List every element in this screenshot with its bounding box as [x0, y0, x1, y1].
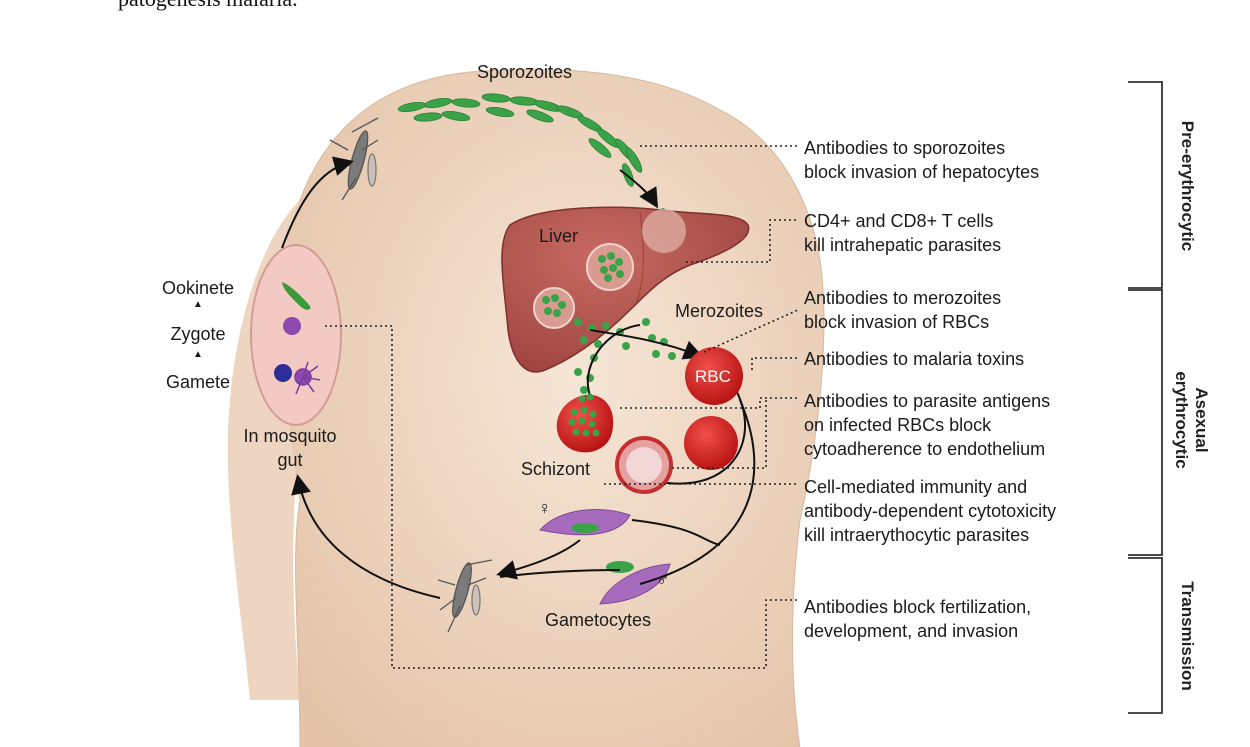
label-sporozoites: Sporozoites: [477, 60, 572, 84]
gamete-blue: [274, 364, 292, 382]
phase-erythrocytic: erythrocytic: [1171, 345, 1191, 495]
phase-asexual: Asexual: [1191, 345, 1211, 495]
female-symbol: ♀: [538, 496, 552, 520]
stage-arrow-1: ▲: [150, 298, 246, 312]
label-schizont: Schizont: [521, 457, 590, 481]
label-ookinete: Ookinete: [150, 276, 246, 300]
phase-brackets: [1128, 82, 1162, 713]
mosquito-gut: [251, 245, 341, 425]
zygote-cell: [283, 317, 301, 335]
phase-transmission: Transmission: [1177, 561, 1197, 711]
label-liver: Liver: [539, 224, 578, 248]
label-merozoites: Merozoites: [675, 299, 763, 323]
label-zygote: Zygote: [150, 322, 246, 346]
male-symbol: ♂: [656, 568, 670, 592]
stage-arrow-2: ▲: [150, 348, 246, 362]
annotation-transmission-blocking: Antibodies block fertilization,developme…: [804, 595, 1031, 643]
rbc-cell-2: [684, 416, 738, 470]
label-in-mosquito-gut-2: gut: [225, 448, 355, 472]
label-gametocytes: Gametocytes: [545, 608, 651, 632]
infected-hepatocyte-2: [534, 288, 574, 328]
annotation-toxin-antibodies: Antibodies to malaria toxins: [804, 347, 1024, 371]
label-gamete: Gamete: [150, 370, 246, 394]
phase-pre-erythrocytic: Pre-erythrocytic: [1177, 111, 1197, 261]
label-in-mosquito-gut-1: In mosquito: [225, 424, 355, 448]
label-rbc: RBC: [695, 365, 731, 389]
